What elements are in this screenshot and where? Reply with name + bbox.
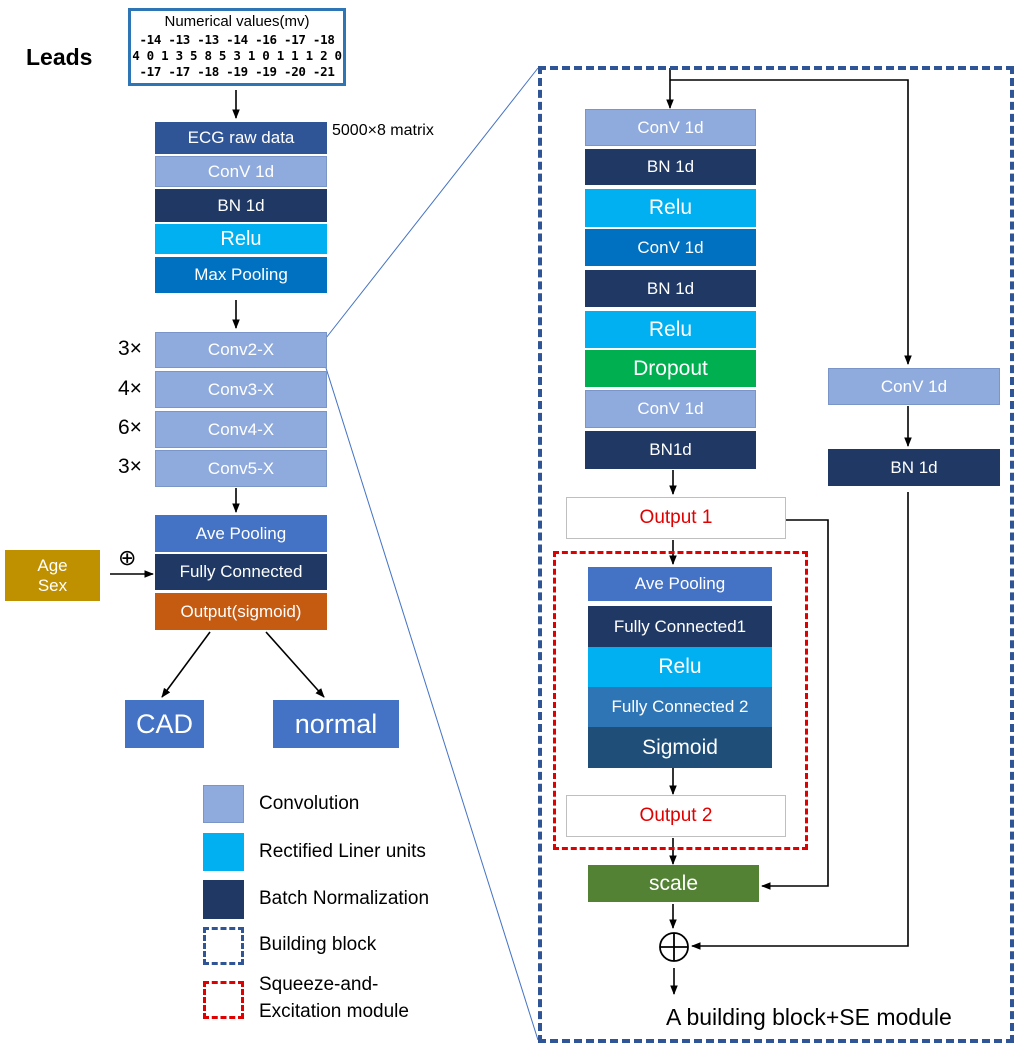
sex-label: Sex [37, 575, 68, 595]
output2-box: Output 2 [566, 795, 786, 837]
bb-conv1d-1: ConV 1d [585, 109, 756, 146]
se-fully-connected1: Fully Connected1 [588, 606, 772, 647]
bb-dropout: Dropout [585, 350, 756, 387]
normal-output-block: normal [273, 700, 399, 748]
conv4-x-block: Conv4-X [155, 411, 327, 448]
ecg-raw-data-block: ECG raw data [155, 122, 327, 154]
values-row-1: -14 -13 -13 -14 -16 -17 -18 [139, 32, 335, 47]
stage-repeat-conv2: 3× [118, 337, 142, 360]
age-sex-block: Age Sex [5, 550, 100, 601]
values-row-2: 4 0 1 3 5 8 5 3 1 0 1 1 1 2 0 [132, 48, 342, 63]
bb-relu-1: Relu [585, 189, 756, 227]
age-label: Age [37, 555, 68, 575]
se-fully-connected2: Fully Connected 2 [588, 687, 772, 727]
bb-relu-2: Relu [585, 311, 756, 348]
ave-pooling-block: Ave Pooling [155, 515, 327, 552]
building-block-caption: A building block+SE module [666, 1004, 952, 1030]
arrow-to-cad [161, 631, 211, 698]
bb-shortcut-conv1d: ConV 1d [828, 368, 1000, 405]
scale-block: scale [588, 865, 759, 902]
shortcut-path-top [670, 79, 912, 365]
conv3-x-block: Conv3-X [155, 371, 327, 408]
matrix-note: 5000×8 matrix [332, 122, 434, 139]
legend-label-relu: Rectified Liner units [259, 841, 426, 862]
bb-conv1d-2: ConV 1d [585, 229, 756, 266]
stage-repeat-conv3: 4× [118, 377, 142, 400]
conv5-x-block: Conv5-X [155, 450, 327, 487]
legend-label-se-line2: Excitation module [259, 1001, 409, 1022]
output1-box: Output 1 [566, 497, 786, 539]
fully-connected-block: Fully Connected [155, 554, 327, 590]
legend-swatch-se-module [203, 981, 244, 1019]
numerical-values-box: Numerical values(mv) -14 -13 -13 -14 -16… [128, 8, 346, 86]
zoom-line-top [325, 67, 539, 339]
output-sigmoid-block: Output(sigmoid) [155, 593, 327, 630]
bn1d-block: BN 1d [155, 189, 327, 222]
legend-label-building-block: Building block [259, 934, 377, 955]
max-pooling-block: Max Pooling [155, 257, 327, 293]
bb-conv1d-3: ConV 1d [585, 390, 756, 428]
se-sigmoid: Sigmoid [588, 727, 772, 768]
legend-label-convolution: Convolution [259, 793, 360, 814]
se-ave-pooling: Ave Pooling [588, 567, 772, 601]
leads-label: Leads [26, 44, 93, 70]
stage-repeat-conv5: 3× [118, 455, 142, 478]
legend-swatch-convolution [203, 785, 244, 823]
conv2-x-block: Conv2-X [155, 332, 327, 368]
shortcut-path-to-add [691, 492, 909, 950]
legend-label-batch-norm: Batch Normalization [259, 888, 430, 909]
legend-swatch-relu [203, 833, 244, 871]
bb-bn1d-2: BN 1d [585, 270, 756, 307]
bb-bn1d-3: BN1d [585, 431, 756, 469]
legend-label-se-line1: Squeeze-and- [259, 974, 379, 995]
legend-swatch-batch-norm [203, 880, 244, 919]
zoom-line-bottom [325, 367, 539, 1041]
stage-repeat-conv4: 6× [118, 416, 142, 439]
bb-bn1d-1: BN 1d [585, 149, 756, 185]
arrow-to-normal [265, 631, 325, 698]
cad-output-block: CAD [125, 700, 204, 748]
bb-shortcut-bn1d: BN 1d [828, 449, 1000, 486]
numerical-values-title: Numerical values(mv) [164, 13, 310, 30]
relu-block: Relu [155, 224, 327, 254]
building-block-container [538, 66, 1014, 1043]
legend-swatch-building-block [203, 927, 244, 965]
values-row-3: -17 -17 -18 -19 -19 -20 -21 [139, 64, 335, 79]
se-module-container [553, 551, 808, 850]
concat-icon: ⊕ [118, 545, 137, 570]
output1-to-scale-path [761, 519, 829, 890]
se-relu: Relu [588, 647, 772, 687]
conv1d-block: ConV 1d [155, 156, 327, 187]
